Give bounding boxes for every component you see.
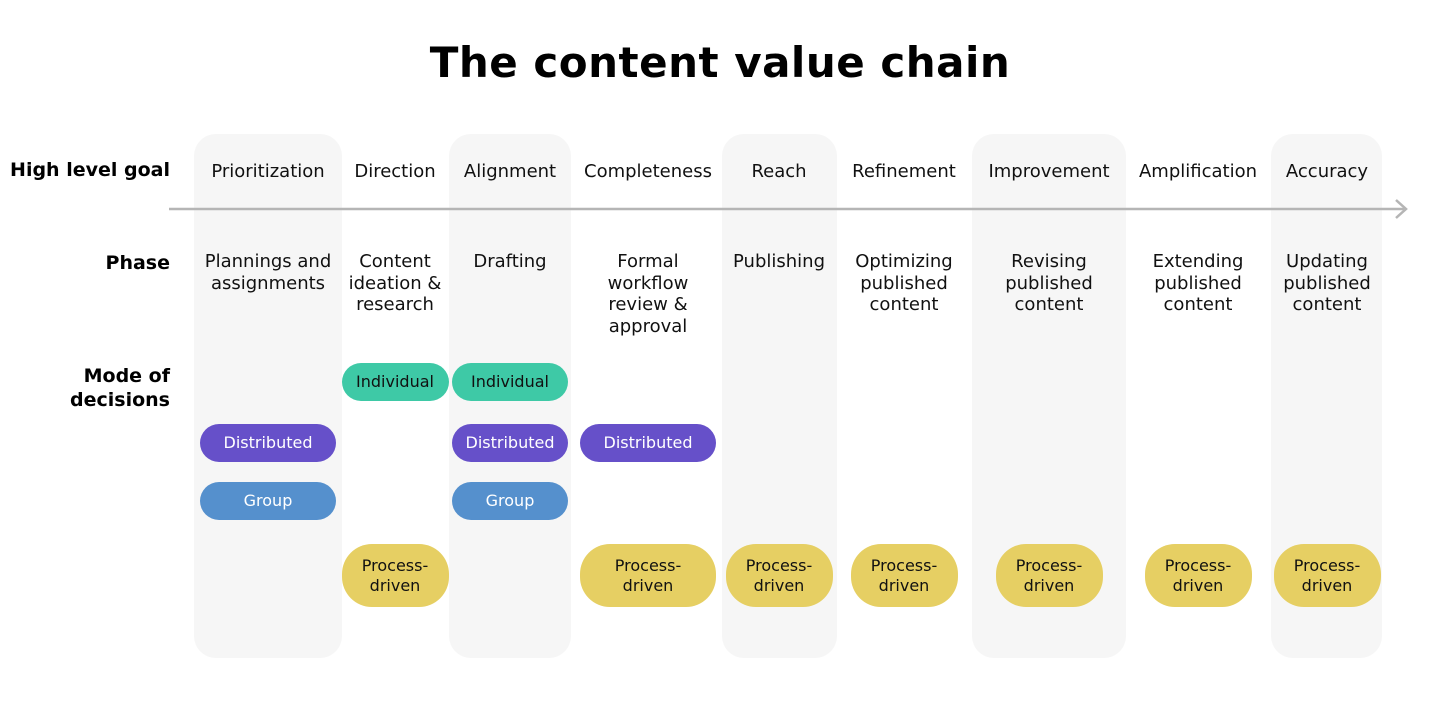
mode-pill-process-driven: Process- driven (341, 544, 449, 607)
goal-label: Prioritization (211, 161, 325, 182)
mode-pill-process-driven: Process- driven (995, 544, 1103, 607)
phase-label: Extending published content (1152, 251, 1244, 315)
arrow-head-icon (1395, 199, 1408, 219)
mode-pill-distributed: Distributed (452, 424, 568, 462)
mode-pill-process-driven: Process- driven (1144, 544, 1252, 607)
phase-label: Publishing (733, 251, 825, 272)
mode-pill-individual: Individual (452, 363, 568, 401)
phase-label: Formal workflow review & approval (607, 251, 689, 337)
mode-pill-distributed: Distributed (200, 424, 336, 462)
goal-label: Refinement (852, 161, 956, 182)
phase-label: Drafting (473, 251, 547, 272)
mode-pill-distributed: Distributed (580, 424, 716, 462)
mode-pill-process-driven: Process- driven (580, 544, 716, 607)
phase-label: Updating published content (1283, 251, 1371, 315)
row-label-goal: High level goal (10, 159, 170, 181)
mode-pill-process-driven: Process- driven (725, 544, 833, 607)
phase-label: Revising published content (1005, 251, 1093, 315)
mode-pill-group: Group (452, 482, 568, 520)
phase-label: Plannings and assignments (204, 251, 332, 294)
phase-label: Optimizing published content (855, 251, 953, 315)
mode-pill-individual: Individual (341, 363, 449, 401)
row-label-mode: Mode of decisions (70, 365, 170, 411)
row-label-phase: Phase (105, 252, 170, 274)
goal-label: Accuracy (1285, 161, 1369, 182)
goal-label: Amplification (1138, 161, 1258, 182)
goal-label: Reach (751, 161, 807, 182)
goal-label: Improvement (988, 161, 1110, 182)
goal-label: Alignment (463, 161, 557, 182)
phase-label: Content ideation & research (348, 251, 442, 315)
mode-pill-process-driven: Process- driven (1273, 544, 1381, 607)
goal-label: Direction (354, 161, 436, 182)
goal-label: Completeness (584, 161, 712, 182)
column-shade (194, 134, 342, 658)
mode-pill-group: Group (200, 482, 336, 520)
diagram-title: The content value chain (429, 38, 1011, 87)
mode-pill-process-driven: Process- driven (850, 544, 958, 607)
